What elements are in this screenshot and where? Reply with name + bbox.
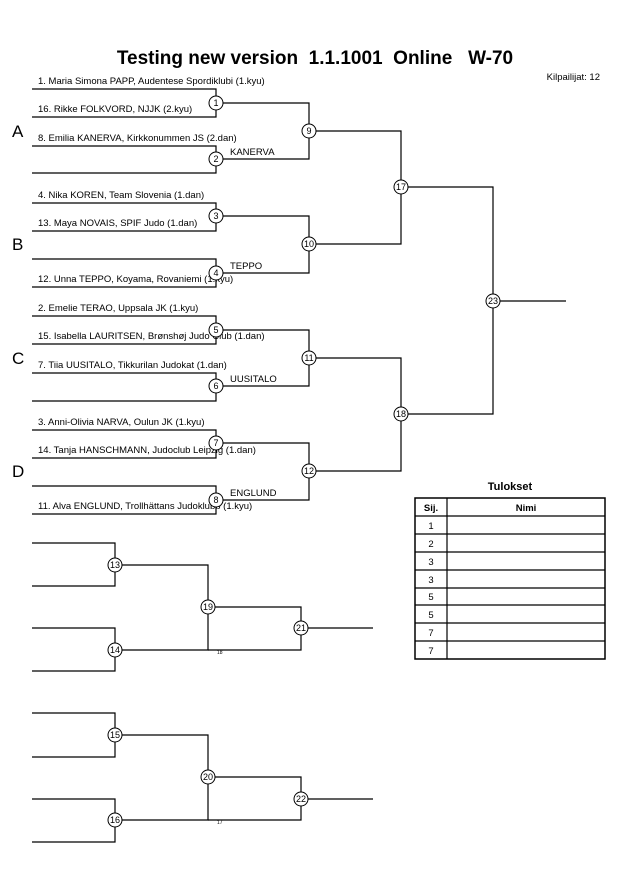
match-circle: 22 — [293, 791, 309, 807]
match-circle: 20 — [200, 769, 216, 785]
svg-text:20: 20 — [203, 772, 213, 782]
match-circle: 3 — [208, 208, 224, 224]
svg-text:19: 19 — [203, 602, 213, 612]
svg-text:16: 16 — [110, 815, 120, 825]
match-circle: 11 — [301, 350, 317, 366]
results-col-place: Sij. — [424, 503, 438, 514]
match-circle: 14 — [107, 642, 123, 658]
results-place: 5 — [428, 610, 433, 621]
competitor-entry: 15. Isabella LAURITSEN, Brønshøj Judo Cl… — [38, 331, 265, 342]
svg-text:22: 22 — [296, 794, 306, 804]
svg-text:15: 15 — [110, 730, 120, 740]
small-note: 18 — [217, 650, 223, 656]
match-winner: TEPPO — [230, 261, 262, 272]
match-circle: 9 — [301, 123, 317, 139]
results-place: 7 — [428, 646, 433, 657]
match-winner: UUSITALO — [230, 374, 277, 385]
match-circle: 21 — [293, 620, 309, 636]
competitor-entry: 8. Emilia KANERVA, Kirkkonummen JS (2.da… — [38, 133, 237, 144]
svg-text:18: 18 — [396, 409, 406, 419]
svg-text:7: 7 — [213, 438, 218, 448]
results-place: 2 — [428, 539, 433, 550]
match-winner: KANERVA — [230, 147, 275, 158]
pool-label-c: C — [12, 349, 24, 368]
results-place: 5 — [428, 592, 433, 603]
competitor-entry: 1. Maria Simona PAPP, Audentese Spordikl… — [38, 76, 265, 87]
competitor-entry: 16. Rikke FOLKVORD, NJJK (2.kyu) — [38, 104, 192, 115]
pool-label-d: D — [12, 462, 24, 481]
svg-text:21: 21 — [296, 623, 306, 633]
svg-text:4: 4 — [213, 268, 218, 278]
match-circle: 1 — [208, 95, 224, 111]
svg-text:10: 10 — [304, 239, 314, 249]
svg-text:14: 14 — [110, 645, 120, 655]
competitor-entry: 14. Tanja HANSCHMANN, Judoclub Leipzig (… — [38, 445, 256, 456]
match-circle: 23 — [485, 293, 501, 309]
competitor-entry: 13. Maya NOVAIS, SPIF Judo (1.dan) — [38, 218, 197, 229]
pool-label-b: B — [12, 235, 23, 254]
results-place: 7 — [428, 628, 433, 639]
competitor-entry: 3. Anni-Olivia NARVA, Oulun JK (1.kyu) — [38, 417, 205, 428]
results-col-name: Nimi — [516, 503, 537, 514]
svg-text:12: 12 — [304, 466, 314, 476]
match-circle: 2 — [208, 151, 224, 167]
match-circle: 13 — [107, 557, 123, 573]
svg-text:5: 5 — [213, 325, 218, 335]
svg-text:3: 3 — [213, 211, 218, 221]
results-table: Tulokset Sij. Nimi 1 2 3 3 5 5 7 7 — [414, 481, 606, 660]
svg-text:23: 23 — [488, 296, 498, 306]
match-circle: 7 — [208, 435, 224, 451]
match-circle: 5 — [208, 322, 224, 338]
pool-label-a: A — [12, 122, 24, 141]
match-circle: 17 — [393, 179, 409, 195]
match-circle: 4 — [208, 265, 224, 281]
match-circle: 15 — [107, 727, 123, 743]
match-circle: 18 — [393, 406, 409, 422]
competitor-entry: 12. Unna TEPPO, Koyama, Rovaniemi (1.kyu… — [38, 274, 233, 285]
svg-text:6: 6 — [213, 381, 218, 391]
results-place: 1 — [428, 521, 433, 532]
svg-text:13: 13 — [110, 560, 120, 570]
results-place: 3 — [428, 575, 433, 586]
competitor-count: Kilpailijat: 12 — [547, 72, 600, 83]
match-circle: 6 — [208, 378, 224, 394]
sheet-title: Testing new version 1.1.1001 Online W-70 — [117, 48, 513, 69]
competitor-entry: 7. Tiia UUSITALO, Tikkurilan Judokat (1.… — [38, 360, 227, 371]
match-circle: 12 — [301, 463, 317, 479]
competitor-entry: 11. Alva ENGLUND, Trollhättans Judoklubb… — [38, 501, 252, 512]
match-circle: 19 — [200, 599, 216, 615]
svg-text:8: 8 — [213, 495, 218, 505]
small-note: 17 — [217, 820, 223, 826]
match-circle: 16 — [107, 812, 123, 828]
match-circle: 8 — [208, 492, 224, 508]
results-place: 3 — [428, 557, 433, 568]
match-winner: ENGLUND — [230, 488, 277, 499]
svg-text:11: 11 — [304, 353, 313, 363]
results-title: Tulokset — [488, 481, 533, 493]
svg-text:2: 2 — [213, 154, 218, 164]
svg-text:9: 9 — [306, 126, 311, 136]
competitor-entry: 4. Nika KOREN, Team Slovenia (1.dan) — [38, 190, 204, 201]
svg-text:17: 17 — [396, 182, 406, 192]
match-circle: 10 — [301, 236, 317, 252]
svg-text:1: 1 — [213, 98, 218, 108]
competitor-entry: 2. Emelie TERAO, Uppsala JK (1.kyu) — [38, 303, 198, 314]
